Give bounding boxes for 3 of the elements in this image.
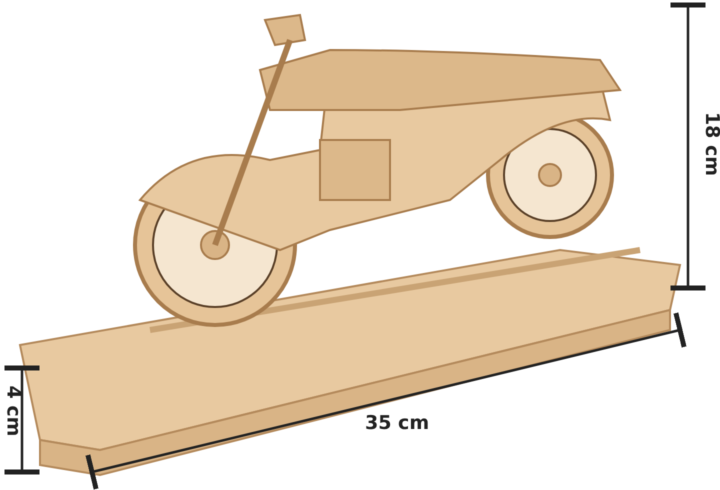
dimension-label: 4 cm bbox=[2, 386, 24, 436]
dimension-label: 18 cm bbox=[701, 112, 720, 176]
dimension-label: 35 cm bbox=[365, 412, 430, 434]
